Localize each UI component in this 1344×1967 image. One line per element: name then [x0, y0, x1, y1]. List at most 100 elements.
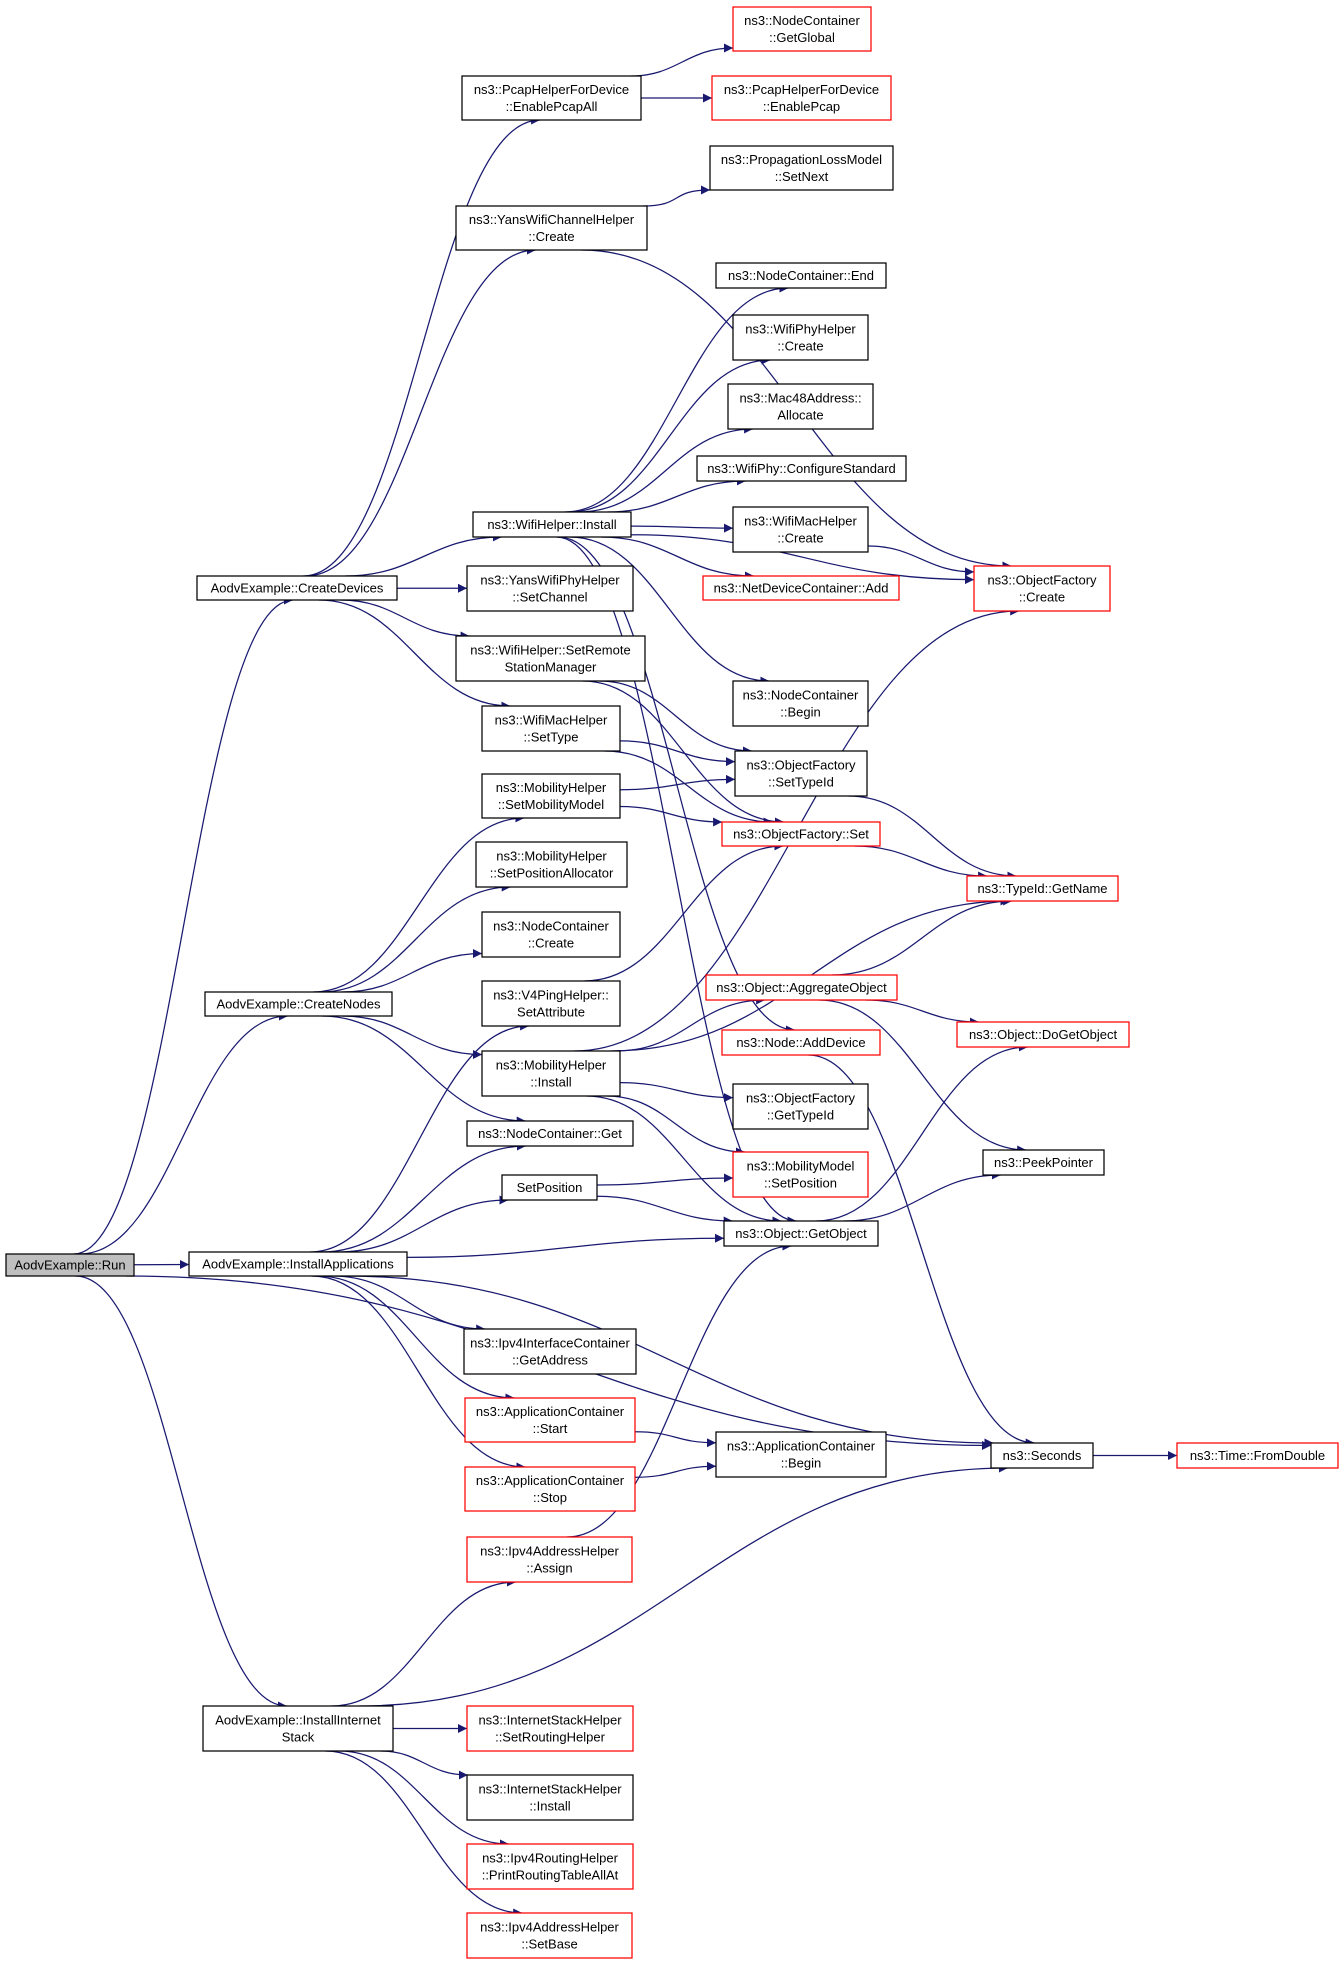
node-box	[466, 1705, 634, 1752]
node-label-line: ns3::Time::FromDouble	[1190, 1448, 1325, 1463]
node-label-line: ns3::MobilityHelper	[496, 1058, 607, 1073]
edge-installinternet-to-seconds	[359, 1463, 1008, 1707]
node-proploss[interactable]: ns3::PropagationLossModel::SetNext	[709, 145, 894, 191]
node-box	[481, 1050, 621, 1097]
edge-run-to-createnodes	[79, 1011, 289, 1255]
node-ac-stop[interactable]: ns3::ApplicationContainer::Stop	[464, 1466, 636, 1512]
edge-createdevices-to-wifiinstall	[345, 532, 502, 577]
node-label-line: ns3::Mac48Address::	[739, 391, 861, 406]
node-setposition[interactable]: SetPosition	[501, 1174, 598, 1201]
edge-installapps-to-getobject	[406, 1233, 725, 1259]
node-label-line: ns3::MobilityModel	[747, 1159, 855, 1174]
node-label-line: ns3::Ipv4AddressHelper	[480, 1920, 619, 1935]
node-ipv4ah-setbase[interactable]: ns3::Ipv4AddressHelper::SetBase	[466, 1912, 633, 1959]
node-mac48[interactable]: ns3::Mac48Address::Allocate	[727, 383, 874, 430]
node-box	[734, 750, 868, 797]
node-label-line: ns3::ObjectFactory	[746, 758, 856, 773]
edge-installinternet-to-printrouting	[339, 1750, 509, 1849]
edge-wifiinstall-to-confstd	[607, 476, 746, 513]
node-printrouting[interactable]: ns3::Ipv4RoutingHelper::PrintRoutingTabl…	[466, 1843, 634, 1890]
node-yanschan[interactable]: ns3::YansWifiChannelHelper::Create	[455, 205, 648, 251]
node-ac-start[interactable]: ns3::ApplicationContainer::Start	[464, 1397, 636, 1443]
node-label-line: ::EnablePcapAll	[506, 99, 598, 114]
node-label-line: Stack	[282, 1730, 315, 1745]
node-aggregate[interactable]: ns3::Object::AggregateObject	[705, 974, 898, 1001]
node-nc-global[interactable]: ns3::NodeContainer::GetGlobal	[732, 6, 872, 52]
node-box	[472, 511, 632, 538]
node-createnodes[interactable]: AodvExample::CreateNodes	[204, 991, 393, 1017]
edge-ac-start-to-ac-begin	[634, 1431, 717, 1448]
node-installapps[interactable]: AodvExample::InstallApplications	[188, 1251, 408, 1277]
node-of-settypeid[interactable]: ns3::ObjectFactory::SetTypeId	[734, 750, 868, 797]
node-label-line: ns3::WifiPhy::ConfigureStandard	[707, 461, 896, 476]
edge-settype-to-of-set	[604, 750, 773, 827]
node-ish-install[interactable]: ns3::InternetStackHelper::Install	[466, 1774, 634, 1821]
node-ndc-add[interactable]: ns3::NetDeviceContainer::Add	[702, 575, 900, 601]
edge-setremote-to-of-set	[582, 680, 784, 827]
node-label-line: ::SetNext	[775, 169, 829, 184]
node-label-line: ::SetTypeId	[768, 775, 834, 790]
node-label-line: ns3::Seconds	[1003, 1448, 1082, 1463]
node-createdevices[interactable]: AodvExample::CreateDevices	[196, 575, 398, 601]
edge-aggregate-to-dogetobject	[865, 999, 979, 1027]
edge-createnodes-to-mob-install	[342, 1015, 483, 1059]
node-label-line: ns3::NodeContainer::Get	[478, 1126, 622, 1141]
node-nc-begin[interactable]: ns3::NodeContainer::Begin	[732, 680, 869, 727]
node-ish-setrouting[interactable]: ns3::InternetStackHelper::SetRoutingHelp…	[466, 1705, 634, 1752]
node-mob-install[interactable]: ns3::MobilityHelper::Install	[481, 1050, 621, 1097]
node-label-line: ns3::WifiPhyHelper	[745, 322, 856, 337]
edge-getobject-to-dogetobject	[816, 1042, 1028, 1222]
edge-of-settypeid-to-typeid-getname	[848, 795, 1017, 881]
node-label-line: ::Create	[528, 936, 574, 951]
edge-setposition-to-mm-setposition	[596, 1173, 734, 1186]
node-label-line: SetAttribute	[517, 1005, 585, 1020]
node-label-line: ::Begin	[781, 1456, 821, 1471]
node-box	[702, 575, 900, 601]
node-wifiinstall[interactable]: ns3::WifiHelper::Install	[472, 511, 632, 538]
edge-createnodes-to-setposalloc	[320, 882, 511, 993]
node-label-line: ns3::WifiMacHelper	[495, 713, 608, 728]
node-dogetobject[interactable]: ns3::Object::DoGetObject	[956, 1021, 1130, 1048]
node-fromdouble[interactable]: ns3::Time::FromDouble	[1176, 1442, 1339, 1469]
run-node-root[interactable]: AodvExample::Run	[5, 1253, 135, 1277]
node-label-line: ns3::InternetStackHelper	[478, 1782, 622, 1797]
node-label-line: SetPosition	[517, 1180, 583, 1195]
node-mm-setposition[interactable]: ns3::MobilityModel::SetPosition	[732, 1151, 869, 1198]
node-of-create[interactable]: ns3::ObjectFactory::Create	[973, 565, 1111, 612]
node-nc-get[interactable]: ns3::NodeContainer::Get	[466, 1120, 634, 1147]
node-box	[709, 145, 894, 191]
node-ac-begin[interactable]: ns3::ApplicationContainer::Begin	[715, 1431, 887, 1478]
node-nc-create[interactable]: ns3::NodeContainer::Create	[481, 911, 621, 958]
node-pcapall[interactable]: ns3::PcapHelperForDevice::EnablePcapAll	[461, 75, 642, 121]
node-pcap[interactable]: ns3::PcapHelperForDevice::EnablePcap	[711, 75, 892, 121]
node-ipv4ic-getaddr[interactable]: ns3::Ipv4InterfaceContainer::GetAddress	[463, 1328, 637, 1375]
node-ipv4ah-assign[interactable]: ns3::Ipv4AddressHelper::Assign	[466, 1536, 633, 1583]
node-label-line: ns3::Object::GetObject	[735, 1226, 867, 1241]
node-peekpointer[interactable]: ns3::PeekPointer	[982, 1149, 1105, 1176]
node-box	[202, 1705, 394, 1752]
node-label-line: ns3::TypeId::GetName	[977, 881, 1107, 896]
node-of-gettypeid[interactable]: ns3::ObjectFactory::GetTypeId	[732, 1083, 869, 1130]
node-setmobmodel[interactable]: ns3::MobilityHelper::SetMobilityModel	[481, 773, 621, 819]
edge-installapps-to-seconds	[344, 1275, 994, 1448]
node-of-set[interactable]: ns3::ObjectFactory::Set	[721, 821, 881, 847]
node-getobject[interactable]: ns3::Object::GetObject	[723, 1220, 879, 1247]
node-mac-create[interactable]: ns3::WifiMacHelper::Create	[732, 506, 869, 553]
node-v4ping-setattr[interactable]: ns3::V4PingHelper::SetAttribute	[481, 980, 621, 1027]
node-seconds[interactable]: ns3::Seconds	[990, 1442, 1094, 1469]
node-box	[466, 1774, 634, 1821]
node-setposalloc[interactable]: ns3::MobilityHelper::SetPositionAllocato…	[475, 841, 628, 888]
node-setchannel[interactable]: ns3::YansWifiPhyHelper::SetChannel	[466, 565, 634, 612]
node-node-adddevice[interactable]: ns3::Node::AddDevice	[721, 1029, 881, 1056]
node-box	[464, 1397, 636, 1443]
node-typeid-getname[interactable]: ns3::TypeId::GetName	[966, 875, 1119, 902]
node-confstd[interactable]: ns3::WifiPhy::ConfigureStandard	[696, 455, 907, 482]
node-label-line: ns3::Object::DoGetObject	[969, 1027, 1118, 1042]
node-phy-create[interactable]: ns3::WifiPhyHelper::Create	[732, 314, 869, 361]
edge-node-adddevice-to-seconds	[808, 1054, 1035, 1448]
node-settype[interactable]: ns3::WifiMacHelper::SetType	[481, 705, 621, 752]
node-nc-end[interactable]: ns3::NodeContainer::End	[715, 262, 887, 289]
